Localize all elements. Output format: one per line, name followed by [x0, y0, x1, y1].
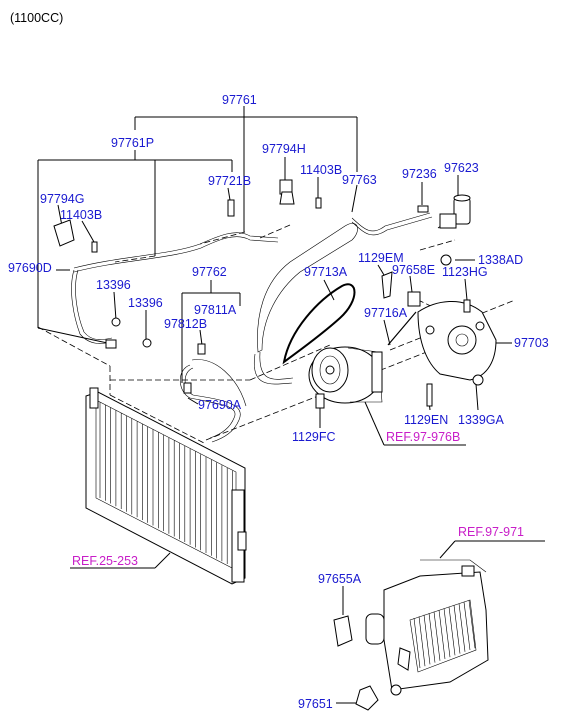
label-97690a: 97690A [198, 398, 242, 412]
refrigerant-hoses [71, 212, 433, 443]
ref-radiator-label[interactable]: REF.25-253 [72, 554, 138, 568]
ac-compressor [308, 346, 383, 404]
compressor-bracket [417, 300, 497, 381]
label-97721b: 97721B [208, 174, 251, 188]
part-labels: 97761 97761P 97794H 11403B 97763 97236 9… [8, 93, 549, 711]
label-1338ad: 1338AD [478, 253, 523, 267]
leader-lines [37, 106, 545, 704]
filter-pleat [458, 603, 466, 652]
reference-labels: REF.97-976B REF.25-253 REF.97-971 [72, 430, 524, 568]
label-97761: 97761 [222, 93, 257, 107]
filter-pleat [443, 608, 451, 658]
label-97713a: 97713A [304, 265, 348, 279]
filter-pleat [463, 601, 471, 651]
label-97651: 97651 [298, 697, 333, 711]
label-1129fc: 1129FC [292, 430, 336, 444]
drive-belt [282, 283, 356, 365]
label-97658e: 97658E [392, 263, 435, 277]
label-1129en: 1129EN [404, 413, 448, 427]
label-97762: 97762 [192, 265, 227, 279]
label-97655a: 97655A [318, 572, 362, 586]
condenser [85, 387, 247, 585]
filter-pleat [433, 611, 441, 661]
receiver-drier [439, 194, 471, 266]
filter-pleat [423, 614, 431, 665]
filter-pleat [413, 617, 421, 669]
label-11403b-top: 11403B [300, 163, 342, 177]
filter-pleat [438, 609, 446, 660]
label-97690d: 97690D [8, 261, 52, 275]
label-11403b-left: 11403B [60, 208, 102, 222]
label-97703: 97703 [514, 336, 549, 350]
filter-pleat [468, 600, 476, 649]
label-13396-a: 13396 [96, 278, 131, 292]
label-1123hg: 1123HG [442, 265, 488, 279]
label-97716a: 97716A [364, 306, 408, 320]
label-1129em: 1129EM [358, 251, 404, 265]
label-13396-b: 13396 [128, 296, 163, 310]
label-97761p: 97761P [111, 136, 154, 150]
label-97623: 97623 [444, 161, 479, 175]
hvac-unit [333, 559, 489, 711]
ref-heater-label[interactable]: REF.97-971 [458, 525, 524, 539]
label-97763: 97763 [342, 173, 377, 187]
filter-pleat [453, 605, 461, 654]
filter-pleat [418, 616, 426, 667]
label-1339ga: 1339GA [458, 413, 505, 427]
label-97236: 97236 [402, 167, 437, 181]
label-97794h: 97794H [262, 142, 306, 156]
ref-compressor-label[interactable]: REF.97-976B [386, 430, 460, 444]
label-97794g: 97794G [40, 192, 84, 206]
filter-pleat [448, 606, 456, 656]
label-97811a: 97811A [194, 303, 237, 317]
engine-variant-label: (1100CC) [10, 11, 63, 25]
dashed-routing-lines [37, 213, 516, 445]
filter-pleat [428, 613, 436, 663]
label-97812b: 97812B [164, 317, 207, 331]
fasteners [53, 179, 484, 409]
